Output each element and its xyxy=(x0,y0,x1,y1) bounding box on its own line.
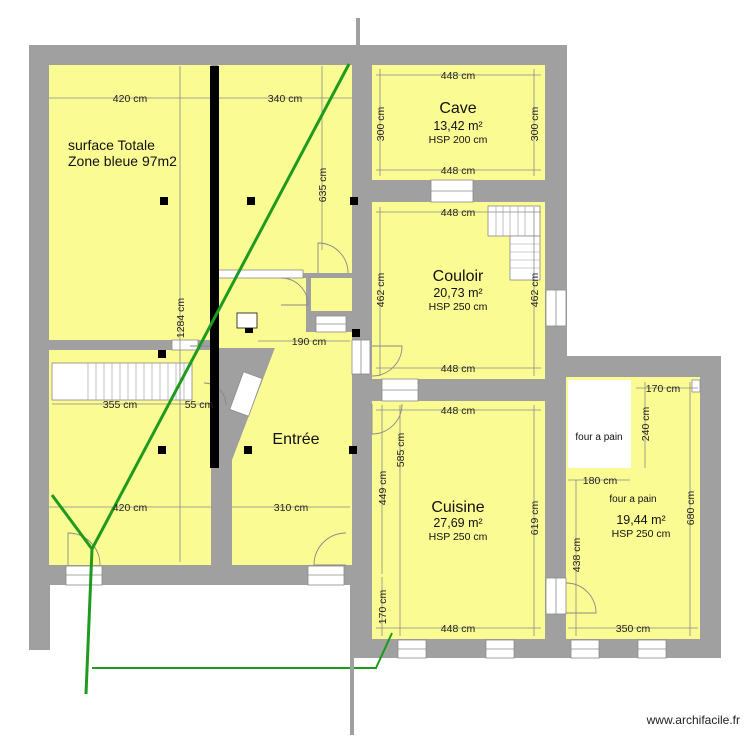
dim-619: 619 cm xyxy=(529,501,541,536)
room-name-entree: Entrée xyxy=(272,431,319,448)
dim-680: 680 cm xyxy=(685,491,697,526)
dim-180: 180 cm xyxy=(583,475,618,487)
dim-448-couloir-top: 448 cm xyxy=(441,207,476,219)
dim-585: 585 cm xyxy=(395,433,407,468)
doors xyxy=(67,242,597,614)
note-zone-bleue: Zone bleue 97m2 xyxy=(68,153,177,169)
wc-fixture xyxy=(236,312,258,329)
dim-355: 355 cm xyxy=(103,399,138,411)
left-main-room xyxy=(49,65,211,340)
four-a-pain-small xyxy=(568,380,631,468)
black-wall xyxy=(210,66,219,468)
dim-55: 55 cm xyxy=(185,399,214,411)
dimension-labels: 420 cm 340 cm 448 cm 448 cm 300 cm 300 c… xyxy=(103,70,697,635)
room-area-cave: 13,42 m² xyxy=(433,119,482,133)
dim-170-cuisine: 170 cm xyxy=(377,590,389,625)
dim-240: 240 cm xyxy=(640,407,652,442)
dim-350: 350 cm xyxy=(616,623,651,635)
room-hsp-cuisine: HSP 250 cm xyxy=(429,531,488,543)
dim-300-cave-right: 300 cm xyxy=(529,107,541,142)
room-name-couloir: Couloir xyxy=(433,268,484,285)
dim-170-four: 170 cm xyxy=(646,383,681,395)
room-hsp-cave: HSP 200 cm xyxy=(429,134,488,146)
room-area-cuisine: 27,69 m² xyxy=(433,516,482,530)
room-area-four: 19,44 m² xyxy=(616,513,665,527)
dim-340-top: 340 cm xyxy=(268,93,303,105)
markers xyxy=(158,197,360,454)
staircase-couloir xyxy=(487,205,541,281)
dim-449: 449 cm xyxy=(377,471,389,506)
dim-448-cuisine-top: 448 cm xyxy=(441,405,476,417)
dim-635: 635 cm xyxy=(317,168,329,203)
dim-438: 438 cm xyxy=(571,538,583,573)
dimension-lines xyxy=(49,66,698,636)
dim-420-bottom: 420 cm xyxy=(113,502,148,514)
green-path-thin xyxy=(92,632,393,669)
room-name-cuisine: Cuisine xyxy=(431,499,484,516)
room-label-four: four a pain xyxy=(609,494,656,505)
dim-462-right: 462 cm xyxy=(529,273,541,308)
green-path xyxy=(50,63,351,695)
dim-448-cave-bottom: 448 cm xyxy=(441,165,476,177)
note-surface-totale: surface Totale xyxy=(68,137,155,153)
dim-190: 190 cm xyxy=(292,336,327,348)
dim-462-left: 462 cm xyxy=(375,273,387,308)
room-hsp-couloir: HSP 250 cm xyxy=(429,301,488,313)
room-area-couloir: 20,73 m² xyxy=(433,286,482,300)
dim-310: 310 cm xyxy=(274,502,309,514)
small-closet xyxy=(311,278,352,311)
dim-448-cave-top: 448 cm xyxy=(441,70,476,82)
dim-448-cuisine-bottom: 448 cm xyxy=(441,623,476,635)
room-label-four-small: four a pain xyxy=(575,432,622,443)
watermark: www.archifacile.fr xyxy=(646,713,740,727)
dim-420-top: 420 cm xyxy=(113,93,148,105)
windows xyxy=(65,179,701,659)
dim-448-couloir-bottom: 448 cm xyxy=(441,363,476,375)
dim-1284: 1284 cm xyxy=(175,298,187,339)
dim-300-cave-left: 300 cm xyxy=(375,107,387,142)
cave-room xyxy=(372,65,545,180)
room-hsp-four: HSP 250 cm xyxy=(612,528,671,540)
room-labels: Cave 13,42 m² HSP 200 cm Couloir 20,73 m… xyxy=(68,100,671,543)
cuisine-room xyxy=(372,401,545,639)
staircase-left xyxy=(51,362,193,401)
room-name-cave: Cave xyxy=(439,100,476,117)
